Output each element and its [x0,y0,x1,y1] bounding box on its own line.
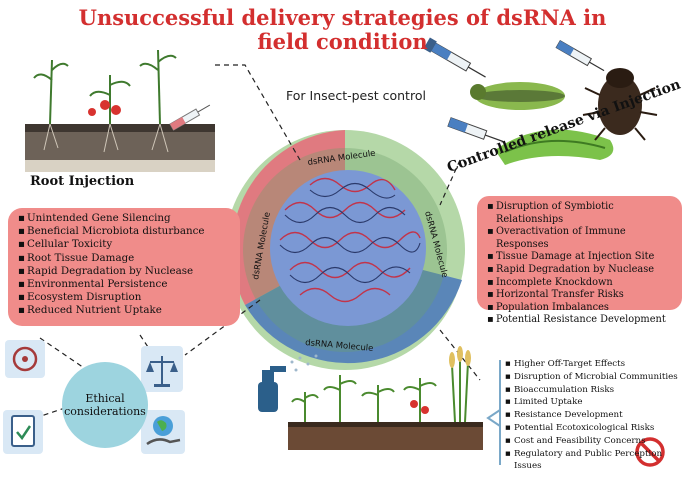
list-item: ▪Overactivation of Immune Responses [487,226,626,250]
ethical-line2: considerations [64,405,146,418]
list-item: ▪Regulatory and Public Perception Issues [505,448,663,472]
list-item: ▪Resistance Development [505,410,623,421]
list-item: ▪Population Imbalances [487,301,609,313]
globe-hand-icon [141,410,185,454]
spray-issues-panel: ▪Higher Off-Target Effects ▪Disruption o… [505,358,683,473]
list-item: ▪Beneficial Microbiota disturbance [18,225,205,238]
dsrna-circle: dsRNA Molecule dsRNA Molecule dsRNA Mole… [225,130,465,370]
list-item: ▪Higher Off-Target Effects [505,359,626,369]
list-item: ▪Tissue Damage at Injection Site [487,251,655,263]
list-item: ▪Bioaccumulation Risks [505,384,615,395]
spray-bottle-icon [258,354,318,412]
ethical-line1: Ethical [85,392,125,405]
plant-icon [33,49,177,153]
controlled-release-issues-panel: ▪Disruption of Symbiotic Relationships ▪… [477,196,682,325]
beetle-icon [582,68,658,141]
list-item: ▪Disruption of Microbial Communities [505,371,678,382]
list-item: ▪Limited Uptake [505,397,583,408]
list-item: ▪Cost and Feasibility Concerns [505,435,646,446]
root-injection-issues-panel: ▪Unintended Gene Silencing ▪Beneficial M… [8,208,240,326]
list-item: ▪Horizontal Transfer Risks [487,289,624,301]
list-item: ▪Root Tissue Damage [18,251,135,264]
caterpillar-icon [495,129,614,165]
plant-icon [291,360,469,423]
list-item: ▪Disruption of Symbiotic Relationships [487,201,614,225]
bracket-divider [486,360,501,465]
list-item: ▪Rapid Degradation by Nuclease [18,264,194,277]
list-item: ▪Ecosystem Disruption [18,291,142,304]
syringe-icon [169,104,211,131]
page-title-line1: Unsuccessful delivery strategies of dsRN… [78,5,607,30]
root-injection-label: Root Injection [30,174,135,189]
syringe-icon [423,37,486,78]
list-item: ▪Incomplete Knockdown [487,276,613,288]
soil-block-spray [288,422,483,450]
ethical-considerations-circle: Ethical considerations [62,362,148,448]
list-item: ▪Reduced Nutrient Uptake [18,304,162,317]
list-item: ▪Environmental Persistence [18,278,168,291]
scales-icon [141,346,183,392]
list-item: ▪Potential Ecotoxicological Risks [505,422,655,433]
no-entry-icon [635,437,665,467]
clipboard-check-icon [3,410,43,454]
subtitle: For Insect-pest control [286,88,426,103]
page-title-line2: field condition [257,29,428,54]
caterpillar-icon [470,82,565,110]
list-item: ▪Potential Resistance Development [487,314,666,326]
syringe-icon [447,117,504,143]
list-item: ▪Rapid Degradation by Nuclease [487,263,655,275]
soil-block-root [25,124,215,172]
list-item: ▪Cellular Toxicity [18,238,113,251]
syringe-icon [555,39,605,72]
biohazard-icon [5,340,45,378]
list-item: ▪Unintended Gene Silencing [18,212,171,224]
